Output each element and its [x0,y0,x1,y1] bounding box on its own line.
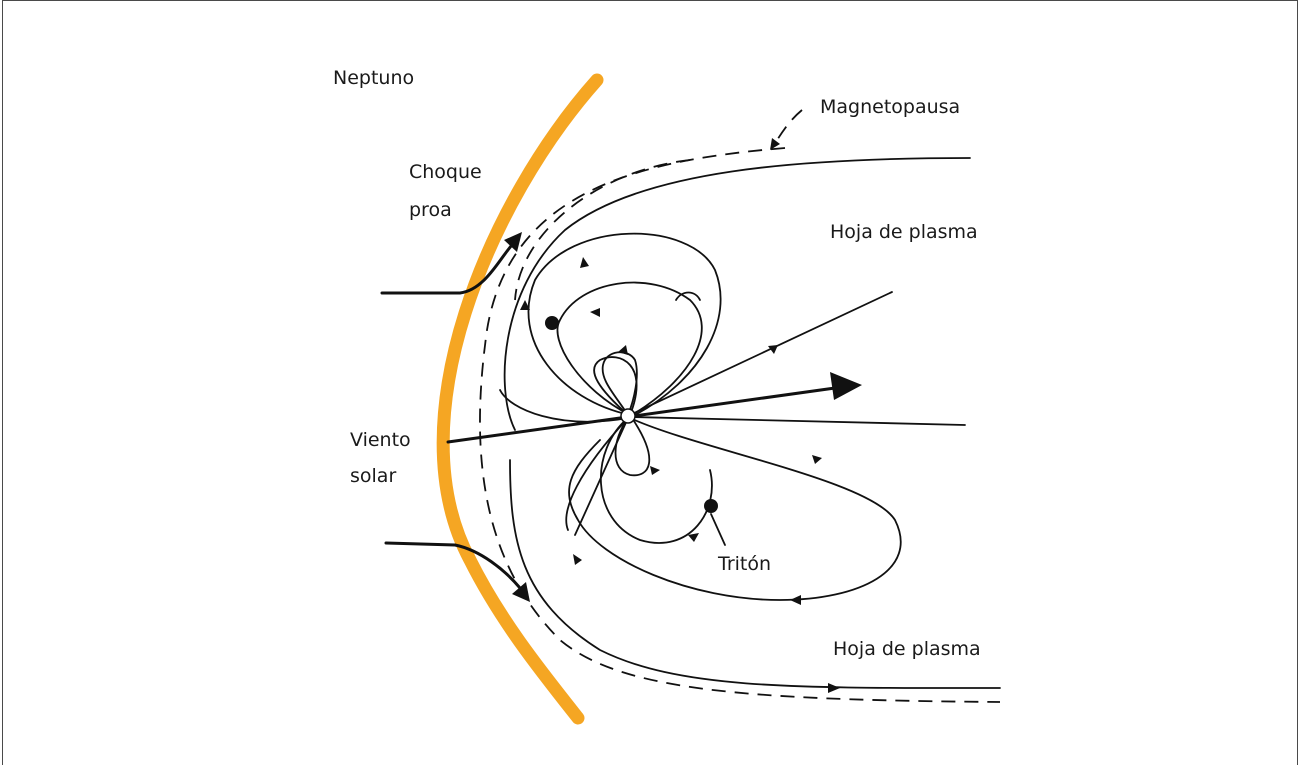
field-line-right [632,417,965,425]
label-bow-shock-1: Choque [409,161,482,183]
label-plasma-sheet-upper: Hoja de plasma [830,221,978,243]
solar-wind-flow-upper-tip [504,232,522,252]
field-line-upper-right [630,292,892,415]
arrow-mark-8 [650,466,660,475]
label-neptune: Neptuno [333,67,414,89]
arrow-mark-10 [618,345,628,355]
arrow-mark-5 [580,257,589,268]
arrow-mark-9 [688,533,699,542]
label-magnetopause: Magnetopausa [820,96,960,118]
solar-wind-flow-lower-tip [512,582,530,602]
arrow-mark-2 [812,455,822,464]
solar-wind-axis-arrowhead [830,372,862,400]
arrow-mark-4 [573,554,582,565]
arrow-mark-3 [790,595,801,605]
label-solar-wind-2: solar [350,465,396,487]
moon-dot-upper [545,316,559,330]
solar-wind-flow-lower [386,543,520,588]
triton-pointer [711,514,725,545]
arrow-mark-6 [590,308,600,317]
label-solar-wind-1: Viento [350,429,411,451]
label-triton: Tritón [717,553,771,575]
field-line-pole-upper [603,352,637,415]
label-plasma-sheet-lower: Hoja de plasma [833,638,981,660]
field-line-left-loop [500,390,628,422]
plasma-sheet-lower-arrow [828,683,840,693]
magnetopause-inner-dash [515,160,690,300]
triton-dot [704,499,718,513]
magnetopause-pointer [774,110,802,145]
neptune-planet [621,409,635,423]
label-bow-shock-2: proa [409,199,452,221]
